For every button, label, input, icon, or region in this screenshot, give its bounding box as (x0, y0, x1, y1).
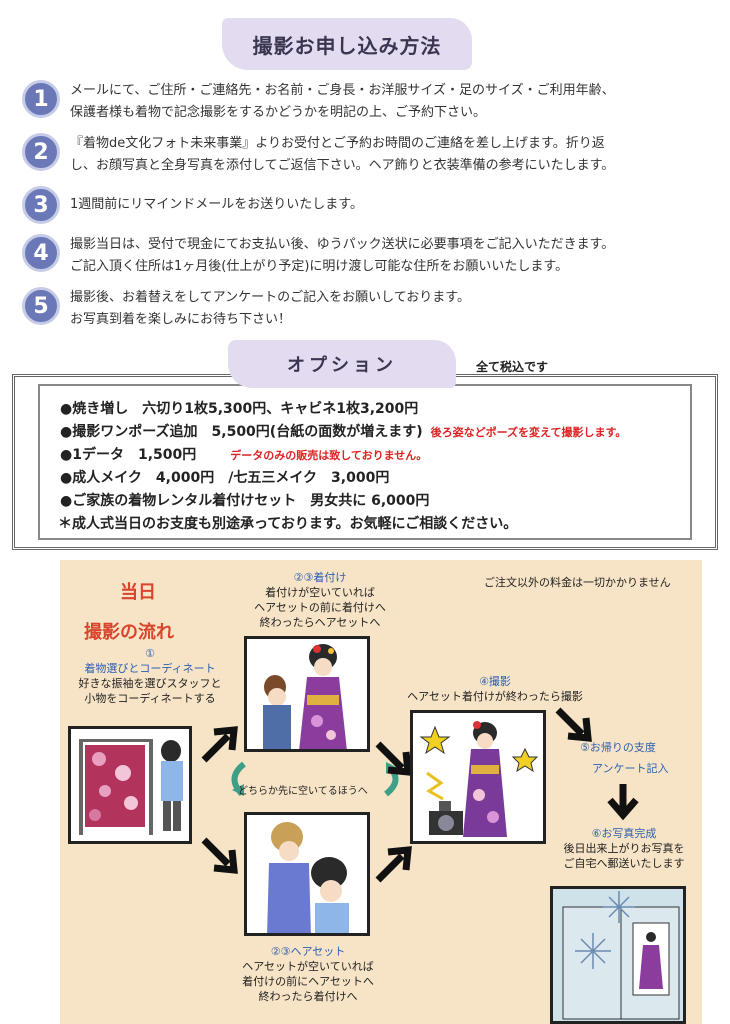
hairset-photo (244, 812, 370, 936)
step1-label: ① (145, 647, 155, 660)
step23-kitsuke-label: ②③着付け (293, 571, 347, 584)
option-text: ●成人メイク 4,000円 /七五三メイク 3,000円 (60, 470, 390, 486)
either-first-note: どちらか先に空いてるほうへ (238, 786, 368, 797)
step-number-badge: 5 (22, 287, 60, 325)
finished-album-photo (550, 886, 686, 1024)
option-text: ●撮影ワンポーズ追加 5,500円(台紙の面数が増えます) (60, 424, 423, 440)
arrow-to-hairset-icon (201, 837, 238, 874)
step-line: メールにて、ご住所・ご連絡先・お名前・ご身長・お洋服サイズ・足のサイズ・ご利用年… (70, 83, 615, 98)
step-number-badge: 3 (22, 186, 60, 224)
kitsuke-photo (244, 636, 370, 752)
dressing-illustration (263, 644, 347, 749)
step-text: 撮影当日は、受付で現金にてお支払い後、ゆうパック送状に必要事項をご記入いただきま… (70, 234, 710, 278)
arrow-down-icon (607, 784, 639, 820)
option-note: データのみの販売は致しておりません。 (230, 449, 428, 462)
step-text: メールにて、ご住所・ご連絡先・お名前・ご身長・お洋服サイズ・足のサイズ・ご利用年… (70, 80, 710, 124)
step4-desc: ヘアセット着付けが終わったら撮影 (407, 690, 583, 703)
step-line: 1週間前にリマインドメールをお送りいたします。 (70, 197, 363, 212)
step6-desc: 後日出来上がりお写真を (563, 842, 685, 855)
step-number-badge: 1 (22, 80, 60, 118)
step23-kitsuke-desc: 終わったらヘアセットへ (259, 616, 381, 629)
step23-kitsuke-desc: ヘアセットの前に着付けへ (254, 601, 386, 614)
photo-session-photo (410, 710, 546, 844)
option-item: ●焼き増し 六切り1枚5,300円、キャビネ1枚3,200円 (60, 398, 710, 421)
step1-desc: 好きな振袖を選びスタッフと (78, 677, 222, 690)
no-extra-fee-note: ご注文以外の料金は一切かかりません (484, 576, 671, 589)
option-item: ●撮影ワンポーズ追加 5,500円(台紙の面数が増えます) 後ろ姿などポーズを変え… (60, 421, 710, 444)
options-list: ●焼き増し 六切り1枚5,300円、キャビネ1枚3,200円 ●撮影ワンポーズ追… (58, 398, 710, 536)
step-line: 撮影当日は、受付で現金にてお支払い後、ゆうパック送状に必要事項をご記入いただきま… (70, 237, 615, 252)
step23-kitsuke-desc: 着付けが空いていれば (265, 586, 375, 599)
option-text: ●1データ 1,500円 (60, 447, 197, 463)
step5-caption: ⑤お帰りの支度 アンケート記入 (580, 740, 690, 776)
application-title-banner: 撮影お申し込み方法 (222, 18, 472, 70)
step5-line: ⑤お帰りの支度 (580, 741, 656, 754)
step23-hairset-desc: 着付けの前にヘアセットへ (242, 975, 374, 988)
arrow-photo-to-prep-icon (555, 707, 592, 742)
step-text: 撮影後、お着替えをしてアンケートのご記入をお願いしております。 お写真到着を楽し… (70, 287, 710, 331)
step-line: 保護者様も着物で記念撮影をするかどうかを明記の上、ご予約下さい。 (70, 105, 487, 120)
flow-title-flow: 撮影の流れ (84, 622, 174, 643)
option-text: ＊成人式当日のお支度も別途承っております。お気軽にご相談ください。 (58, 516, 518, 532)
flow-diagram: 当日 撮影の流れ ご注文以外の料金は一切かかりません ① 着物選びとコーディネー… (60, 560, 702, 1024)
album-illustration (562, 891, 680, 1020)
photo-session-illustration (419, 721, 539, 837)
option-text: ●焼き増し 六切り1枚5,300円、キャビネ1枚3,200円 (60, 401, 419, 417)
arrow-hairset-to-photo-icon (375, 846, 412, 883)
option-note: 後ろ姿などポーズを変えて撮影します。 (430, 426, 627, 439)
step-line: お写真到着を楽しみにお待ち下さい！ (70, 312, 292, 327)
step23-kitsuke-caption: ②③着付け 着付けが空いていれば ヘアセットの前に着付けへ 終わったらヘアセット… (240, 570, 400, 630)
step-line: ご記入頂く住所は1ヶ月後(仕上がり予定)に明け渡し可能な住所をお願いいたします。 (70, 259, 569, 274)
option-item: ●成人メイク 4,000円 /七五三メイク 3,000円 (60, 467, 710, 490)
tax-included-note: 全て税込です (476, 360, 549, 374)
option-item: ●1データ 1,500円 データのみの販売は致しておりません。 (60, 444, 710, 467)
swap-arrow-left-icon (231, 761, 246, 797)
step-text: 『着物de文化フォト未来事業』よりお受付とご予約お時間のご連絡を差し上げます。折… (70, 133, 710, 177)
step1-title: 着物選びとコーディネート (84, 662, 216, 675)
step1-caption: ① 着物選びとコーディネート 好きな振袖を選びスタッフと 小物をコーディネートす… (60, 646, 240, 706)
step5-line: アンケート記入 (592, 762, 669, 775)
step4-caption: ④撮影 ヘアセット着付けが終わったら撮影 (390, 674, 600, 704)
step1-desc: 小物をコーディネートする (84, 692, 216, 705)
option-item: ●ご家族の着物レンタル着付けセット 男女共に 6,000円 (60, 490, 710, 513)
step23-hairset-label: ②③ヘアセット (270, 945, 346, 958)
option-item: ＊成人式当日のお支度も別途承っております。お気軽にご相談ください。 (58, 513, 710, 536)
step4-label: ④撮影 (479, 675, 511, 688)
step23-hairset-caption: ②③ヘアセット ヘアセットが空いていれば 着付けの前にヘアセットへ 終わったら着… (230, 944, 386, 1004)
options-title-banner: オプション (228, 340, 456, 388)
step-line: し、お顔写真と全身写真を添付してご返信下さい。ヘア飾りと衣装準備の参考にいたしま… (70, 158, 615, 173)
step-number-badge: 2 (22, 133, 60, 171)
flow-title-day: 当日 (120, 582, 156, 603)
application-title: 撮影お申し込み方法 (252, 33, 442, 58)
hairset-illustration (267, 822, 349, 933)
options-title: オプション (287, 355, 397, 376)
step23-hairset-desc: 終わったら着付けへ (258, 990, 358, 1003)
step-line: 『着物de文化フォト未来事業』よりお受付とご予約お時間のご連絡を差し上げます。折… (70, 136, 605, 151)
step-text: 1週間前にリマインドメールをお送りいたします。 (70, 194, 710, 216)
step6-label: ⑥お写真完成 (591, 827, 657, 840)
kimono-selection-photo (68, 726, 192, 844)
kimono-rack-illustration (79, 739, 183, 835)
step6-desc: ご自宅へ郵送いたします (563, 857, 685, 870)
step-line: 撮影後、お着替えをしてアンケートのご記入をお願いしております。 (70, 290, 471, 305)
arrow-to-kitsuke-icon (201, 726, 238, 763)
option-text: ●ご家族の着物レンタル着付けセット 男女共に 6,000円 (60, 493, 430, 509)
step-number-badge: 4 (22, 234, 60, 272)
step23-hairset-desc: ヘアセットが空いていれば (242, 960, 374, 973)
arrow-kitsuke-to-photo-icon (375, 741, 412, 776)
step6-caption: ⑥お写真完成 後日出来上がりお写真を ご自宅へ郵送いたします (550, 826, 698, 871)
